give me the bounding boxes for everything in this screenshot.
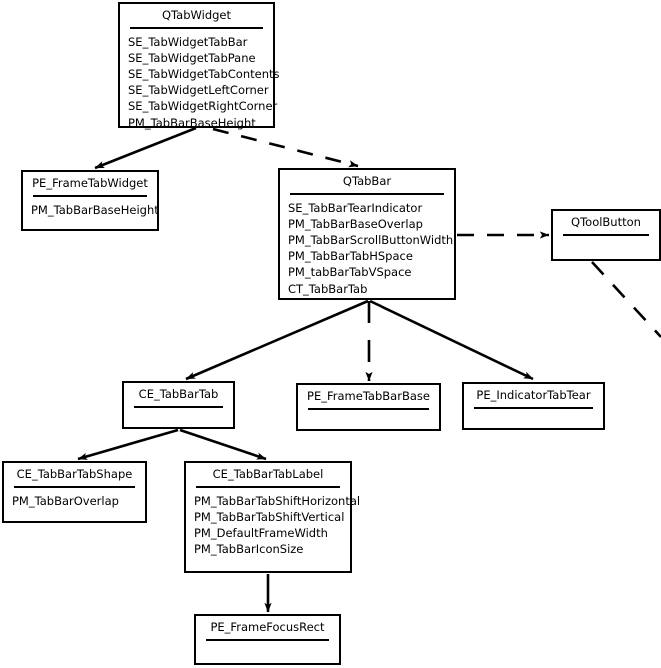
node-member: PM_TabBarScrollButtonWidth — [288, 232, 454, 247]
node-divider — [14, 485, 135, 488]
node-title: CE_TabBarTabLabel — [212, 467, 324, 481]
node-member-list — [464, 409, 603, 431]
node-ce-tabbartabshape[interactable]: CE_TabBarTabShape PM_TabBarOverlap — [2, 461, 147, 523]
node-member: PM_TabBarOverlap — [12, 493, 119, 508]
node-member: CT_TabBarTab — [288, 281, 368, 296]
node-member: PM_TabBarBaseHeight — [128, 115, 256, 130]
node-divider — [33, 194, 147, 197]
node-ce-tabbartab[interactable]: CE_TabBarTab — [122, 381, 235, 429]
node-member: PM_TabBarTabShiftHorizontal — [194, 493, 361, 508]
node-title: PE_FrameTabBarBase — [307, 389, 430, 403]
node-pe-indicatortabtear[interactable]: PE_IndicatorTabTear — [462, 382, 605, 430]
node-qtoolbutton[interactable]: QToolButton — [551, 209, 661, 261]
node-pe-frametabbarbase[interactable]: PE_FrameTabBarBase — [296, 383, 441, 431]
node-divider — [196, 485, 340, 488]
edge-qtoolbutton-dangling — [591, 261, 661, 338]
node-title: QTabWidget — [161, 8, 232, 22]
node-title: PE_IndicatorTabTear — [476, 388, 591, 402]
edge-qtabbar-to-pe-indicatortabtear — [369, 299, 534, 381]
node-divider — [563, 233, 649, 236]
node-divider — [130, 26, 263, 29]
node-member: SE_TabBarTearIndicator — [288, 200, 423, 215]
node-member: PM_TabBarTabHSpace — [288, 249, 413, 264]
node-member: PM_TabBarBaseHeight — [31, 202, 159, 217]
node-member-list: SE_TabBarTearIndicator PM_TabBarBaseOver… — [280, 195, 454, 301]
node-divider — [308, 407, 429, 410]
node-title: QToolButton — [571, 215, 641, 229]
node-member: PM_DefaultFrameWidth — [194, 525, 328, 540]
node-title: PE_FrameFocusRect — [210, 620, 325, 634]
node-member-list: SE_TabWidgetTabBar SE_TabWidgetTabPane S… — [120, 29, 280, 135]
node-divider — [206, 638, 329, 641]
node-member: PM_tabBarTabVSpace — [288, 265, 412, 280]
node-member: SE_TabWidgetRightCorner — [128, 99, 278, 114]
node-member-list: PM_TabBarOverlap — [4, 488, 145, 513]
node-member-list: PM_TabBarBaseHeight — [23, 197, 159, 222]
node-member: SE_TabWidgetTabBar — [128, 34, 248, 49]
node-member: SE_TabWidgetTabPane — [128, 50, 256, 65]
node-member: SE_TabWidgetTabContents — [128, 66, 280, 81]
node-title: CE_TabBarTab — [138, 387, 219, 401]
node-member: PM_TabBarTabShiftVertical — [194, 509, 345, 524]
node-member-list — [124, 408, 233, 430]
node-divider — [474, 406, 593, 409]
node-member-list — [298, 410, 439, 432]
node-member: SE_TabWidgetLeftCorner — [128, 83, 269, 98]
node-member: PM_TabBarBaseOverlap — [288, 216, 423, 231]
node-title: CE_TabBarTabShape — [16, 467, 133, 481]
edge-ce-tabbartab-to-ce-tabbartablabel — [179, 428, 267, 461]
node-member-list: PM_TabBarTabShiftHorizontal PM_TabBarTab… — [186, 488, 361, 562]
node-member: PM_TabBarIconSize — [194, 542, 304, 557]
node-divider — [134, 405, 223, 408]
node-member-list — [196, 641, 339, 663]
node-qtabbar[interactable]: QTabBar SE_TabBarTearIndicator PM_TabBar… — [278, 168, 456, 300]
node-member-list — [553, 236, 659, 258]
node-pe-frametabwidget[interactable]: PE_FrameTabWidget PM_TabBarBaseHeight — [21, 170, 159, 231]
node-title: PE_FrameTabWidget — [32, 176, 148, 190]
edge-ce-tabbartab-to-ce-tabbartabshape — [77, 428, 179, 461]
node-qtabwidget[interactable]: QTabWidget SE_TabWidgetTabBar SE_TabWidg… — [118, 2, 279, 130]
node-ce-tabbartablabel[interactable]: CE_TabBarTabLabel PM_TabBarTabShiftHoriz… — [184, 461, 361, 573]
node-divider — [290, 192, 444, 195]
node-pe-framefocusrect[interactable]: PE_FrameFocusRect — [194, 614, 341, 665]
edge-qtabbar-to-ce-tabbartab — [185, 299, 369, 381]
node-title: QTabBar — [342, 174, 392, 188]
